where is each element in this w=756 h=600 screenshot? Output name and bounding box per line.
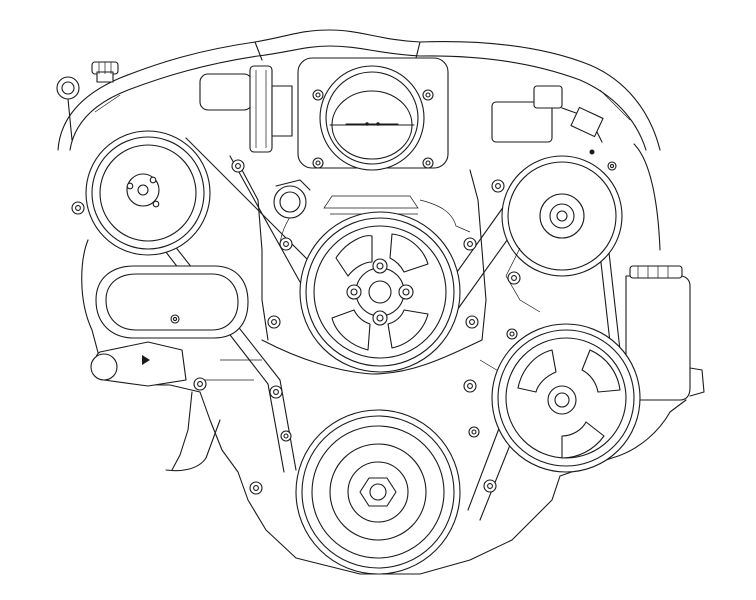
intake-manifold-cover: [57, 29, 661, 151]
tensioner-assembly: [90, 265, 249, 387]
power-steering-reservoir: [625, 143, 705, 401]
water-outlet: [273, 179, 311, 219]
power-steering-pulley: [491, 323, 641, 473]
map-sensor: [491, 85, 604, 143]
sensor-connector: [589, 149, 595, 155]
throttle-body: [297, 57, 449, 171]
idle-air-actuator: [199, 65, 293, 153]
oil-filler-cap: [91, 61, 119, 83]
idler-pulley: [501, 155, 623, 313]
crankshaft-balancer: [295, 409, 461, 575]
water-pump-pulley: [299, 211, 461, 373]
alternator-pulley: [85, 130, 211, 256]
mounting-bolts: [71, 159, 617, 495]
dipstick-handle: [56, 76, 80, 141]
